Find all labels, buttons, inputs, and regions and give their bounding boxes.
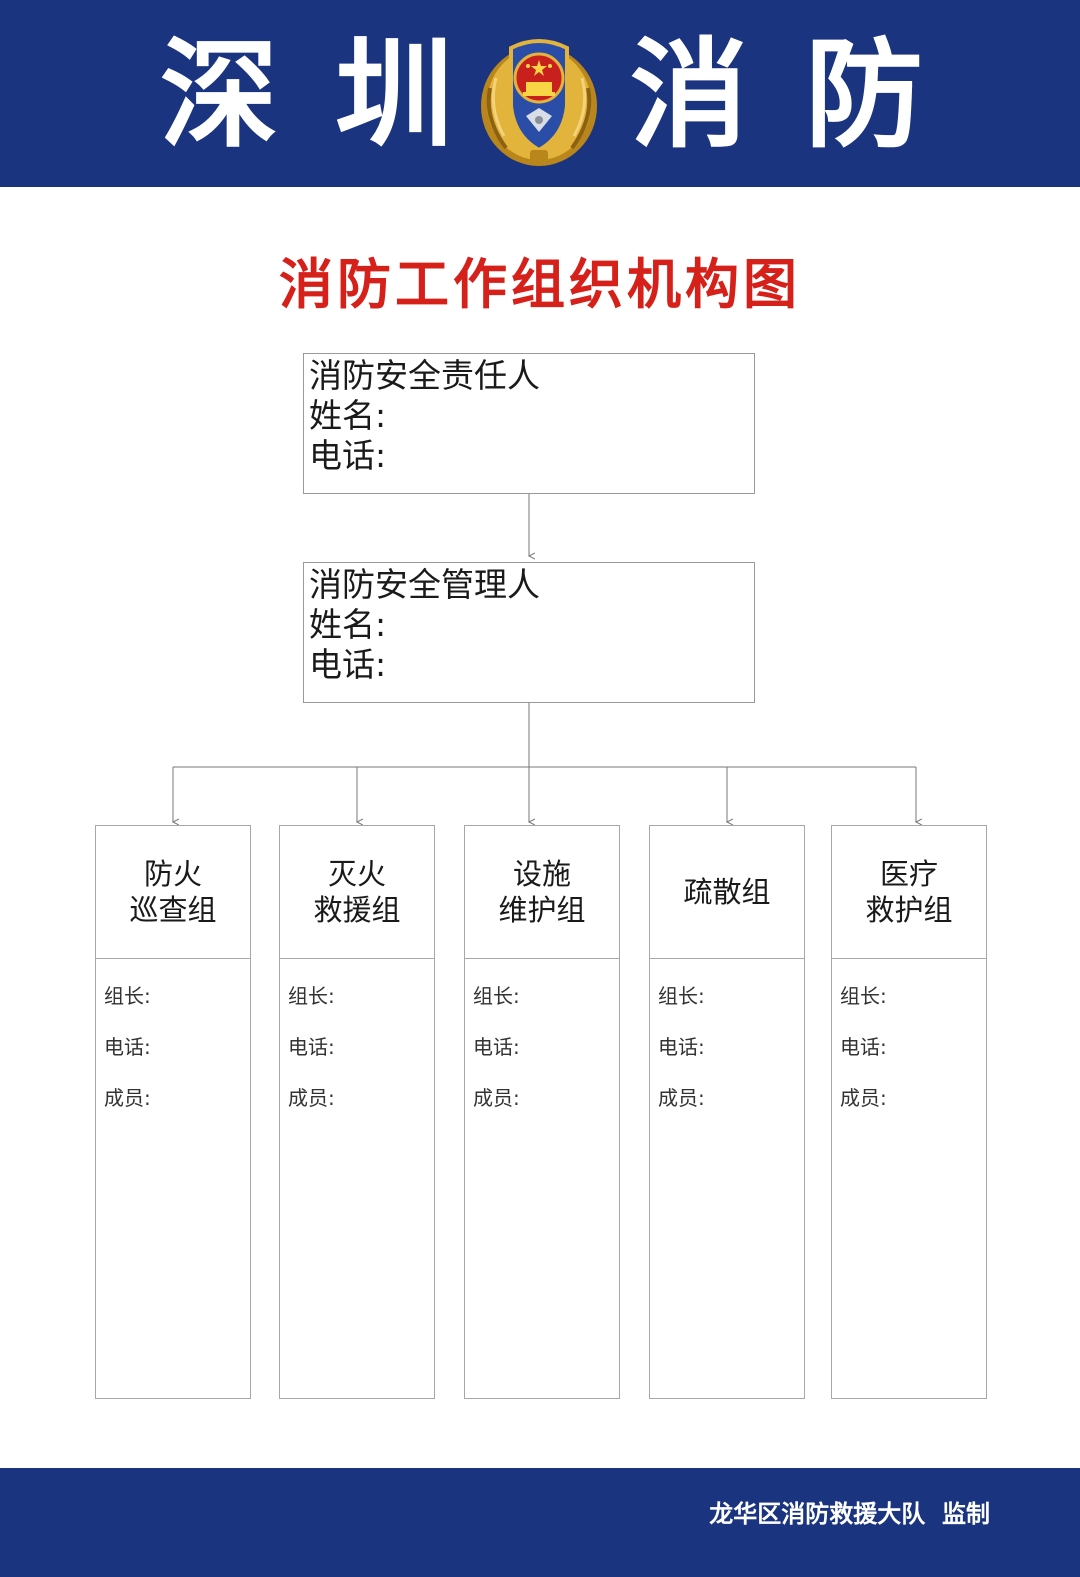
group-members-label: 成员: [104, 1086, 151, 1110]
manager-box: 消防安全管理人 姓名: 电话: [303, 562, 755, 703]
footer-banner: 龙华区消防救援大队 监制 [0, 1468, 1080, 1577]
group-header: 设施 维护组 [465, 826, 619, 959]
group-body: 组长: 电话: 成员: [465, 959, 619, 1134]
manager-phone-label: 电话: [309, 645, 387, 684]
group-header: 灭火 救援组 [280, 826, 434, 959]
group-leader-label: 组长: [104, 984, 151, 1008]
responsible-person-box: 消防安全责任人 姓名: 电话: [303, 353, 755, 494]
responsible-person-name-label: 姓名: [309, 396, 387, 435]
group-body: 组长: 电话: 成员: [96, 959, 250, 1134]
group-leader-label: 组长: [658, 984, 705, 1008]
group-name-line2: 救援组 [313, 893, 401, 927]
group-name-line2: 救护组 [865, 893, 953, 927]
group-column-facility-maintenance: 设施 维护组 组长: 电话: 成员: [464, 825, 620, 1399]
page-title: 消防工作组织机构图 [279, 253, 801, 316]
header-char-4: 防 [805, 25, 924, 164]
group-members-label: 成员: [840, 1086, 887, 1110]
group-column-fire-patrol: 防火 巡查组 组长: 电话: 成员: [95, 825, 251, 1399]
group-name-line1: 防火 [143, 857, 202, 891]
fire-rescue-emblem-icon [481, 39, 597, 166]
group-body: 组长: 电话: 成员: [650, 959, 804, 1134]
group-phone-label: 电话: [658, 1035, 705, 1059]
group-column-medical-rescue: 医疗 救护组 组长: 电话: 成员: [831, 825, 987, 1399]
header-char-1: 深 [160, 25, 279, 164]
group-name-line1: 设施 [512, 857, 571, 891]
responsible-person-title: 消防安全责任人 [309, 356, 540, 395]
group-name-line1: 灭火 [327, 857, 386, 891]
group-name-line2: 维护组 [498, 893, 586, 927]
group-body: 组长: 电话: 成员: [280, 959, 434, 1134]
group-leader-label: 组长: [840, 984, 887, 1008]
group-name-line2: 巡查组 [129, 893, 217, 927]
group-members-label: 成员: [288, 1086, 335, 1110]
header-char-3: 消 [630, 25, 749, 164]
group-phone-label: 电话: [840, 1035, 887, 1059]
group-body: 组长: 电话: 成员: [832, 959, 986, 1134]
group-header: 疏散组 [650, 826, 804, 959]
header-char-2: 圳 [335, 25, 454, 164]
group-phone-label: 电话: [288, 1035, 335, 1059]
manager-name-label: 姓名: [309, 605, 387, 644]
group-phone-label: 电话: [473, 1035, 520, 1059]
header-banner: 深 圳 消 防 [0, 0, 1080, 187]
group-name-line1: 医疗 [879, 857, 938, 891]
group-members-label: 成员: [473, 1086, 520, 1110]
group-leader-label: 组长: [288, 984, 335, 1008]
group-name-line1: 疏散组 [683, 875, 771, 909]
manager-title: 消防安全管理人 [309, 565, 540, 604]
group-header: 防火 巡查组 [96, 826, 250, 959]
group-header: 医疗 救护组 [832, 826, 986, 959]
footer-credit: 龙华区消防救援大队 监制 [709, 1500, 990, 1528]
group-phone-label: 电话: [104, 1035, 151, 1059]
group-column-evacuation: 疏散组 组长: 电话: 成员: [649, 825, 805, 1399]
group-column-firefighting: 灭火 救援组 组长: 电话: 成员: [279, 825, 435, 1399]
group-members-label: 成员: [658, 1086, 705, 1110]
group-leader-label: 组长: [473, 984, 520, 1008]
responsible-person-phone-label: 电话: [309, 436, 387, 475]
